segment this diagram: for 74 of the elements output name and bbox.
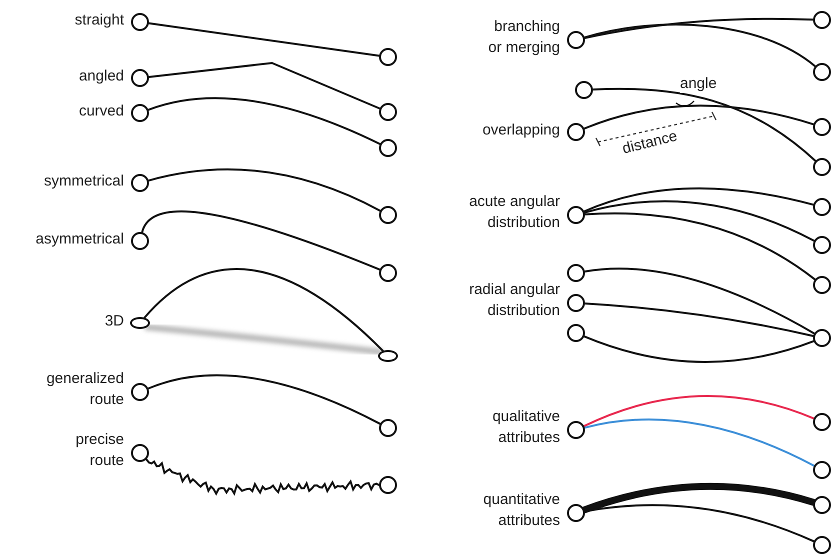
circle-node [567, 504, 585, 522]
circle-node [813, 461, 831, 479]
connection-type-label: curved [78, 102, 124, 122]
connection-type-label: 3D [104, 312, 124, 332]
connection-type-label: straight [74, 10, 124, 30]
circle-node [131, 444, 149, 462]
connector-line [584, 24, 816, 68]
connector-line [148, 22, 380, 57]
connector-line [147, 374, 382, 425]
connector-line [147, 97, 381, 146]
connector-line [584, 18, 814, 40]
connector-line [583, 104, 814, 130]
circle-node [567, 264, 585, 282]
connector-line [148, 62, 381, 110]
circle-node [379, 139, 397, 157]
distance-label: distance [620, 128, 680, 158]
circle-node [131, 69, 149, 87]
circle-node [813, 198, 831, 216]
ellipse-node [378, 350, 398, 362]
connector-line [145, 458, 380, 496]
connection-type-label: quantitative attributes [482, 490, 560, 531]
angle-label: angle [680, 75, 717, 93]
connection-type-label: precise route [74, 430, 124, 471]
circle-node [567, 294, 585, 312]
connection-type-label: qualitative attributes [491, 407, 560, 448]
connector-line [584, 418, 816, 467]
connection-type-label: branching or merging [487, 17, 560, 58]
circle-node [567, 324, 585, 342]
connection-type-label: angled [78, 66, 124, 86]
circle-node [813, 276, 831, 294]
circle-node [379, 206, 397, 224]
connector-line [584, 200, 816, 242]
connector-line [584, 268, 816, 334]
circle-node [131, 13, 149, 31]
connector-line [583, 395, 815, 428]
connector-line [592, 88, 816, 162]
connection-type-label: generalized route [45, 369, 124, 410]
circle-node [813, 11, 831, 29]
connector-line [583, 188, 814, 212]
connector-line [144, 268, 384, 352]
connector-line [148, 168, 382, 212]
circle-node [131, 232, 149, 250]
connection-type-label: radial angular distribution [468, 280, 560, 321]
connector-line [141, 210, 381, 271]
circle-node [131, 104, 149, 122]
circle-node [813, 496, 831, 514]
circle-node [567, 31, 585, 49]
circle-node [813, 413, 831, 431]
circle-node [379, 264, 397, 282]
connection-type-label: overlapping [481, 120, 560, 140]
circle-node [567, 206, 585, 224]
connection-type-label: symmetrical [42, 172, 124, 192]
circle-node [567, 421, 585, 439]
circle-node [813, 329, 831, 347]
circle-node [575, 81, 593, 99]
connector-line [583, 335, 815, 363]
connection-type-label: acute angular distribution [468, 192, 560, 233]
circle-node [131, 383, 149, 401]
connector-line [584, 302, 814, 337]
circle-node [379, 419, 397, 437]
connector-line [584, 212, 816, 280]
circle-node [379, 103, 397, 121]
circle-node [131, 174, 149, 192]
connector-line [580, 482, 817, 514]
connection-type-label: asymmetrical [34, 230, 124, 250]
circle-node [813, 118, 831, 136]
circle-node [813, 536, 831, 554]
circle-node [379, 48, 397, 66]
circle-node [813, 158, 831, 176]
ellipse-node [130, 317, 150, 329]
circle-node [813, 236, 831, 254]
circle-node [813, 63, 831, 81]
circle-node [567, 123, 585, 141]
circle-node [379, 476, 397, 494]
